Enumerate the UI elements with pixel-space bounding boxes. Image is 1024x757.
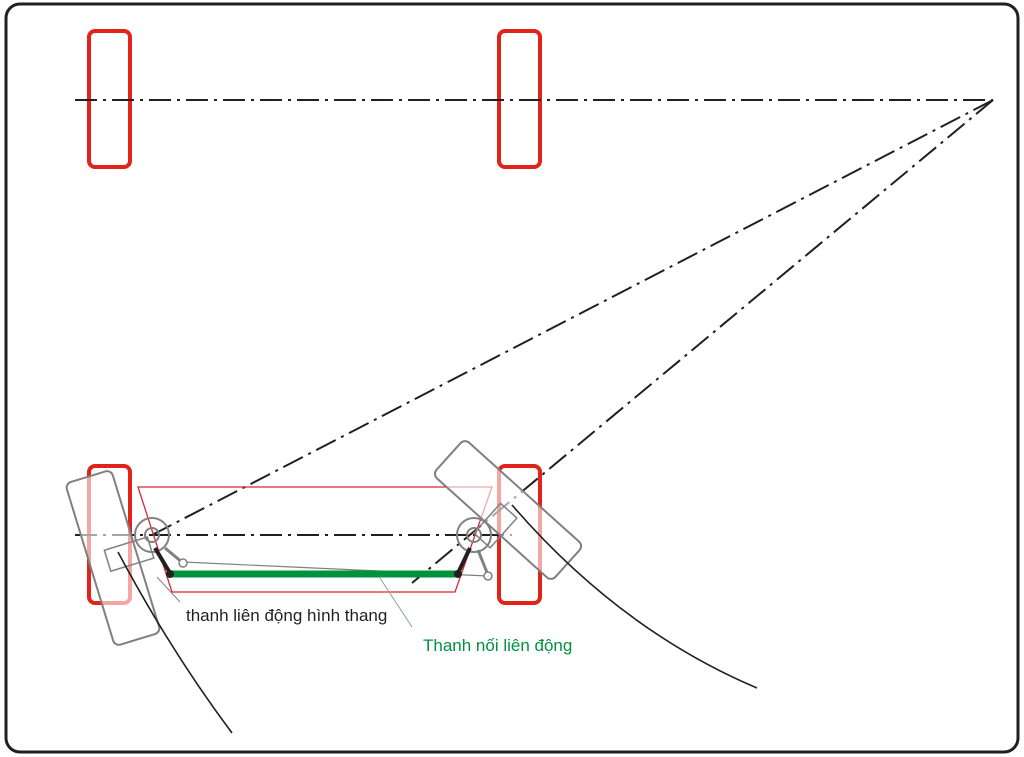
left-kingpin xyxy=(134,517,170,553)
right-wheel-path xyxy=(511,504,758,689)
right-kingpin xyxy=(456,517,492,553)
trapezoid-leader-line xyxy=(156,576,181,603)
right-arm-link xyxy=(476,549,490,576)
left-steering-arm xyxy=(153,546,172,575)
right-link-joint xyxy=(483,571,493,581)
trapezoid-linkage-label: thanh liên động hình thang xyxy=(186,606,388,625)
left-link-joint xyxy=(178,558,188,568)
frame-border xyxy=(4,2,1020,754)
tie-rod-leader-line xyxy=(379,577,413,628)
front-left-wheel-steered xyxy=(65,470,161,646)
tie-rod-right-joint xyxy=(454,570,462,578)
left-wheel-projection-line xyxy=(151,99,994,536)
left-wheel-path xyxy=(117,551,233,734)
tie-rod-label: Thanh nối liên động xyxy=(423,636,573,655)
tie-rod-left-joint xyxy=(166,570,174,578)
right-steering-arm xyxy=(456,547,472,574)
